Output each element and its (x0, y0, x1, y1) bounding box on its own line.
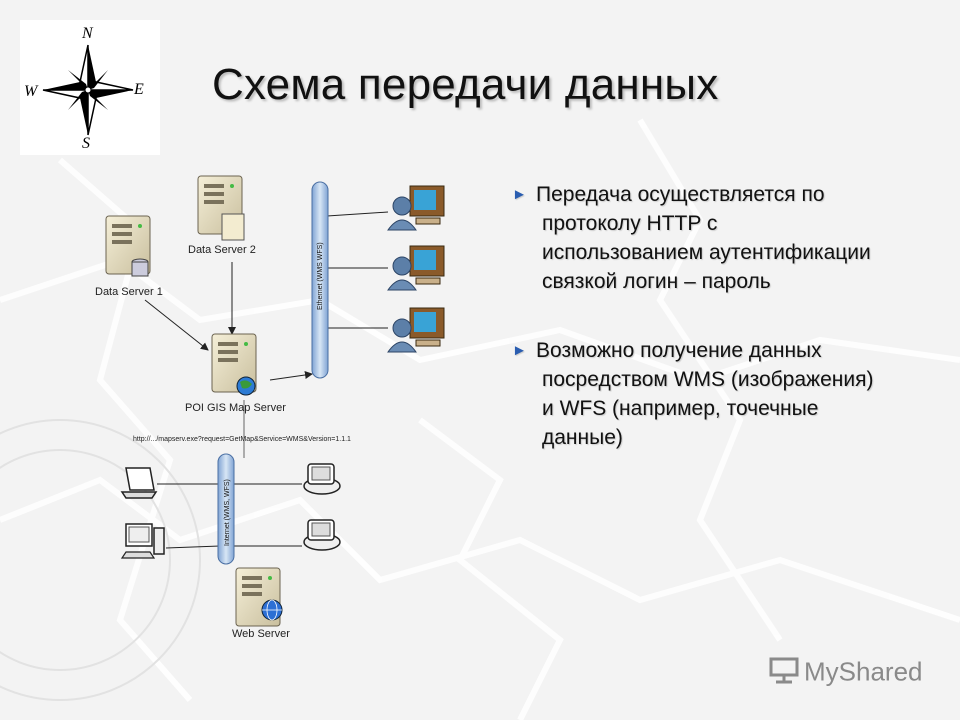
client-workstation-icon (387, 307, 445, 353)
bullet-1-line-2: протоколу HTTP с (542, 212, 718, 235)
internet-bus-label: Internet (WMS, WFS) (224, 479, 231, 546)
web-server-label: Web Server (232, 628, 290, 640)
client-workstation-icon (387, 245, 445, 291)
laptop-icon (121, 467, 157, 499)
ethernet-bus-label: Ethernet (WMS WFS) (317, 242, 324, 310)
data-server-1-label: Data Server 1 (95, 286, 163, 298)
slide-title: Схема передачи данных (212, 60, 719, 109)
compass-rose-icon: N S E W (20, 20, 160, 155)
compass-w: W (24, 83, 39, 100)
bullet-2-line-2: посредством WMS (изображения) (542, 368, 874, 391)
compass-n: N (81, 25, 94, 42)
bullet-1-line-1: Передача осуществляется по (536, 183, 825, 206)
bullet-1-line-3: использованием аутентификации (542, 241, 871, 264)
bullet-2-line-1: Возможно получение данных (536, 339, 822, 362)
presentation-icon (768, 656, 800, 691)
bullet-1-line-4: связкой логин – пароль (542, 270, 771, 293)
desktop-pc-icon (121, 523, 165, 559)
imac-icon (303, 519, 341, 551)
bullet-2-line-4: данные) (542, 426, 623, 449)
map-server-label: POI GIS Map Server (185, 402, 286, 414)
bullet-2: ► Возможно получение данных посредством … (512, 336, 932, 452)
bullet-2-line-3: и WFS (например, точечные (542, 397, 819, 420)
bullet-arrow-icon: ► (512, 342, 527, 359)
watermark-text: MyShared (804, 656, 923, 687)
data-server-2-label: Data Server 2 (188, 244, 256, 256)
bullet-1: ► Передача осуществляется по протоколу H… (512, 180, 932, 296)
imac-icon (303, 463, 341, 495)
bullet-arrow-icon: ► (512, 186, 527, 203)
request-url-label: http://.../mapserv.exe?request=GetMap&Se… (133, 436, 351, 443)
compass-s: S (82, 135, 90, 152)
compass-e: E (133, 81, 144, 98)
internet-bus: Internet (WMS, WFS) (217, 453, 235, 565)
watermark: MyShared (768, 656, 923, 691)
client-workstation-icon (387, 185, 445, 231)
ethernet-bus: Ethernet (WMS WFS) (311, 181, 329, 379)
